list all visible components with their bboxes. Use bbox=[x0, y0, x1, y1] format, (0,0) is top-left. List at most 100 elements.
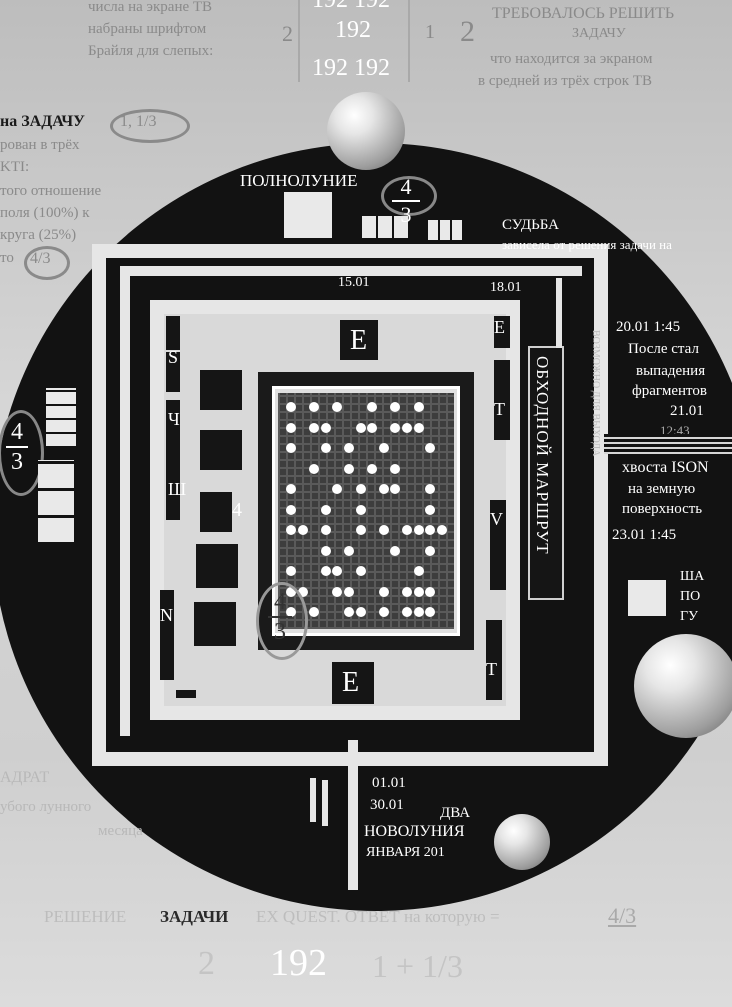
exclaim-mark bbox=[176, 690, 196, 698]
top-left-line-3: Брайля для слепых: bbox=[88, 43, 214, 59]
braille-dot bbox=[355, 525, 366, 535]
inner-fraction-den: 3 bbox=[274, 619, 286, 645]
braille-dot bbox=[344, 545, 354, 556]
braille-dot bbox=[425, 545, 436, 556]
letter-right-2: Т bbox=[494, 399, 505, 419]
braille-dot bbox=[355, 504, 366, 515]
top-right-title-2: ЗАДАЧУ bbox=[572, 26, 626, 41]
braille-dot bbox=[413, 402, 424, 412]
braille-dot bbox=[286, 443, 296, 453]
number-side-right: 1 bbox=[425, 21, 435, 43]
left-sq-2 bbox=[200, 430, 242, 470]
letter-top: Е bbox=[350, 325, 368, 356]
braille-dot bbox=[355, 607, 366, 617]
tail-line-1: хвоста ISON bbox=[622, 459, 709, 476]
left-bar-4 bbox=[160, 590, 174, 680]
braille-dot bbox=[286, 484, 296, 494]
after-line-3: фрагментов bbox=[632, 383, 707, 399]
bottom-faint-left: РЕШЕНИЕ bbox=[44, 907, 127, 926]
left-line-3: KTI: bbox=[0, 159, 30, 175]
left-line-5: поля (100%) к bbox=[0, 205, 90, 221]
letter-box-top bbox=[340, 320, 378, 360]
inner-fraction: 4 3 bbox=[264, 590, 296, 644]
braille-dot bbox=[355, 422, 366, 433]
left-line-2: рован в трёх bbox=[0, 137, 80, 153]
braille-dot bbox=[344, 443, 354, 453]
braille-dot bbox=[367, 402, 378, 412]
route-box bbox=[528, 346, 564, 600]
two-new-3: ЯНВАРЯ 201 bbox=[366, 845, 445, 860]
braille-dot bbox=[355, 484, 366, 494]
braille-dot bbox=[425, 443, 436, 453]
left-sq-1 bbox=[200, 370, 242, 410]
right-bar-2 bbox=[494, 360, 510, 440]
after-line-1: После стал bbox=[628, 341, 699, 357]
date-3001: 30.01 bbox=[370, 797, 404, 813]
two-new-2: НОВОЛУНИЯ bbox=[364, 823, 465, 840]
braille-dot bbox=[309, 402, 320, 412]
fate-line: зависела от решения задачи на bbox=[502, 237, 672, 252]
two-new-1: ДВА bbox=[440, 805, 471, 821]
braille-dot bbox=[402, 607, 412, 617]
top-fraction: 4 3 bbox=[388, 176, 424, 226]
inner-fraction-bar bbox=[268, 616, 292, 618]
date-1501: 15.01 bbox=[338, 275, 370, 290]
braille-dot bbox=[286, 422, 296, 433]
braille-dot bbox=[390, 463, 401, 474]
date-2001: 20.01 1:45 bbox=[616, 319, 681, 335]
vertical-small-label: ВОЗМОЖНО ДЛЯ ВЫХОДА bbox=[590, 330, 601, 457]
top-fraction-bar bbox=[392, 200, 420, 202]
horizontal-track bbox=[604, 434, 732, 454]
braille-dot bbox=[367, 463, 378, 474]
left-line-7: то bbox=[0, 250, 14, 266]
braille-dot bbox=[332, 484, 343, 494]
top-fraction-den: 3 bbox=[400, 202, 412, 227]
route-connector bbox=[556, 278, 562, 348]
left-line-9: убого лунного bbox=[0, 799, 92, 815]
number-row-3: 192 192 bbox=[312, 55, 390, 81]
braille-dot bbox=[309, 422, 320, 433]
sphere-top bbox=[327, 92, 405, 170]
letter-bottom: Е bbox=[342, 667, 360, 698]
left-oval-value: 1, 1/3 bbox=[120, 113, 157, 130]
fate-label: СУДЬБА bbox=[502, 217, 560, 233]
braille-dot bbox=[320, 545, 331, 556]
date-0101: 01.01 bbox=[372, 775, 406, 791]
top-right-title: ТРЕБОВАЛОСЬ РЕШИТЬ bbox=[492, 5, 675, 22]
route-label: ОБХОДНОЙ МАРШРУТ bbox=[533, 356, 552, 555]
braille-dot bbox=[413, 607, 424, 617]
braille-dot bbox=[297, 586, 308, 597]
left-bar-1 bbox=[166, 316, 180, 350]
left-fraction: 4 3 bbox=[2, 420, 32, 474]
left-oval bbox=[110, 109, 190, 143]
bottom-big-left: 2 bbox=[198, 945, 215, 982]
braille-dot bbox=[402, 422, 412, 433]
braille-dot bbox=[402, 525, 412, 535]
left-corridor bbox=[120, 266, 130, 736]
letter-left-3: Ш bbox=[168, 479, 187, 499]
bottom-tick-2 bbox=[322, 780, 328, 826]
right-square bbox=[628, 580, 666, 616]
bottom-tick-1 bbox=[310, 778, 316, 822]
number-row-1: 192 192 bbox=[312, 0, 390, 13]
left-line-1: на ЗАДАЧУ bbox=[0, 113, 85, 130]
after-line-2: выпадения bbox=[636, 363, 706, 379]
number-box-right-border bbox=[408, 0, 410, 82]
bottom-big-number: 192 bbox=[270, 942, 327, 984]
braille-dot bbox=[286, 402, 296, 412]
top-right-line-2: в средней из трёх строк ТВ bbox=[478, 73, 652, 89]
braille-dot bbox=[425, 504, 436, 515]
top-fraction-num: 4 bbox=[400, 174, 412, 199]
left-bar-3 bbox=[166, 400, 180, 520]
braille-dot bbox=[413, 525, 424, 535]
braille-dot bbox=[378, 586, 389, 597]
number-row-2: 192 bbox=[335, 17, 371, 43]
left-sq-5 bbox=[194, 602, 236, 646]
full-moon-square bbox=[284, 192, 332, 238]
right-bar-1 bbox=[494, 316, 510, 348]
left-line-10: месяца bbox=[98, 823, 143, 839]
braille-dot bbox=[320, 443, 331, 453]
braille-dot bbox=[390, 402, 401, 412]
letter-left-1: S bbox=[168, 347, 179, 367]
braille-dot bbox=[378, 525, 389, 535]
